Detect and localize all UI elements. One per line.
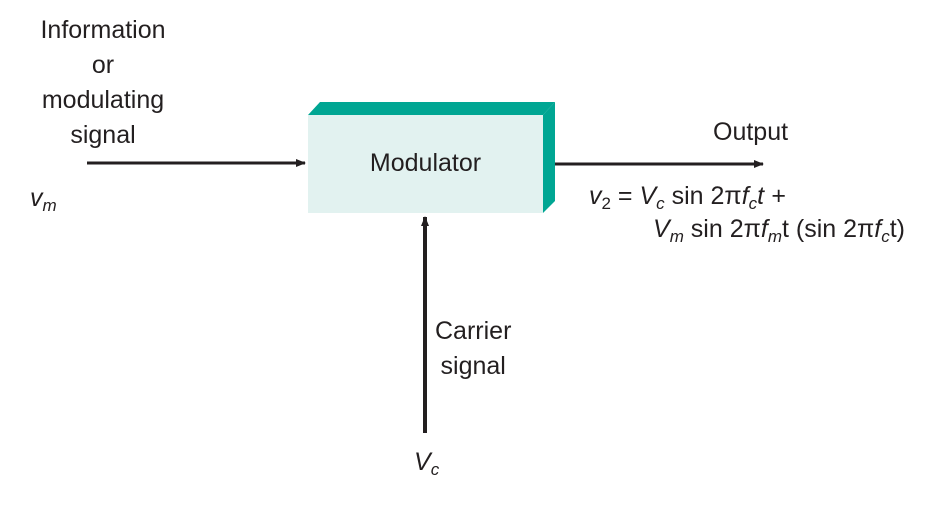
- modulator-side-bevel: [543, 102, 555, 213]
- input-symbol: vm: [30, 184, 57, 215]
- output-equation-line-1: v2 = Vc sin 2πfct +: [589, 182, 786, 213]
- output-equation-line-2: Vm sin 2πfmt (sin 2πfct): [653, 215, 906, 246]
- modulator-block: [308, 102, 555, 213]
- input-label-line: signal: [70, 121, 136, 149]
- modulator-top-bevel: [308, 102, 555, 115]
- input-label-line: Information: [40, 16, 166, 44]
- input-label-line: or: [91, 51, 115, 79]
- output-label: Output: [713, 118, 789, 146]
- modulator-label: Modulator: [369, 149, 482, 177]
- input-label: Information or modulating signal: [28, 13, 178, 153]
- carrier-symbol: Vc: [414, 448, 440, 479]
- carrier-label: Carrier signal: [435, 314, 511, 384]
- carrier-label-line: Carrier: [435, 317, 512, 345]
- carrier-label-line: signal: [440, 352, 506, 380]
- input-label-line: modulating: [41, 86, 165, 114]
- modulator-face: [308, 115, 543, 213]
